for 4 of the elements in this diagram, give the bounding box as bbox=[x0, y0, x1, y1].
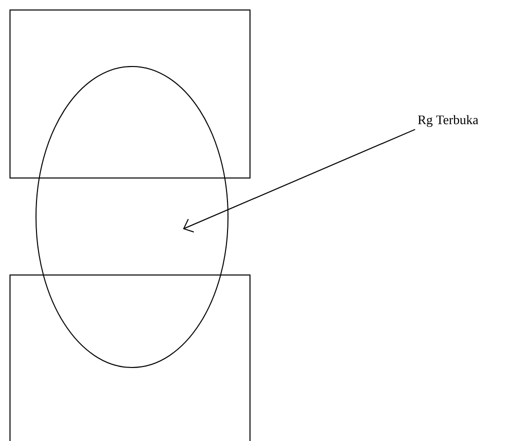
ellipse bbox=[36, 66, 228, 368]
label-text: Rg Terbuka bbox=[418, 115, 478, 127]
plate-rectangle bbox=[10, 10, 250, 178]
leader-arrow bbox=[183, 128, 416, 232]
